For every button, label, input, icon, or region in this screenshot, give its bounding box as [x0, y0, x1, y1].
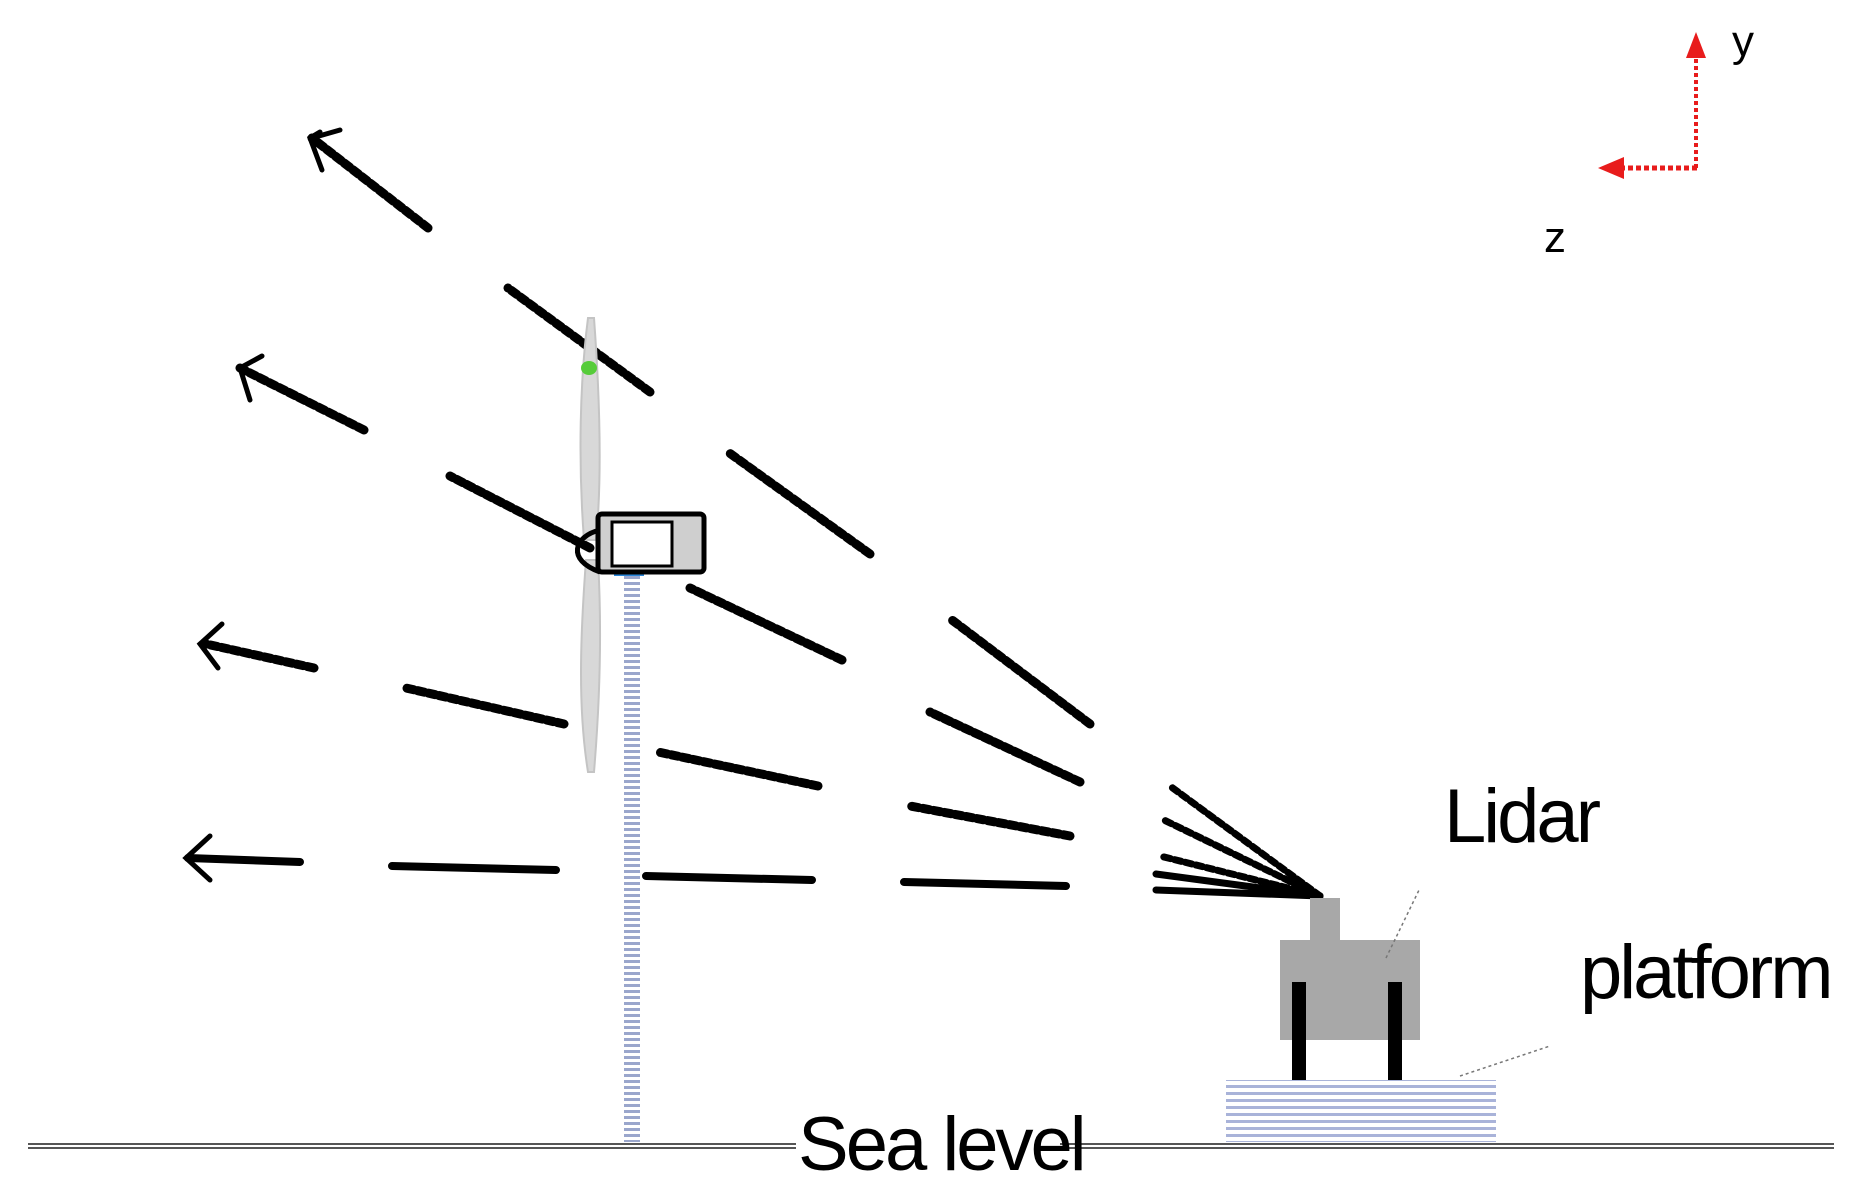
- axis-y-label: y: [1732, 17, 1754, 66]
- lidar-leg-right: [1388, 982, 1402, 1080]
- platform-block: [1226, 1080, 1496, 1142]
- turbine-tower: [624, 572, 640, 1142]
- turbine-nacelle-window: [610, 520, 674, 568]
- wind-arrow-icon: [445, 471, 595, 553]
- wind-arrow-icon: [388, 862, 560, 874]
- wind-arrow-icon: [196, 621, 319, 673]
- lidar-leader-line: [1385, 887, 1421, 959]
- wind-arrow-icon: [947, 615, 1095, 729]
- wind-arrow-icon: [723, 447, 875, 559]
- lidar-head: [1310, 898, 1340, 942]
- axis-z-label: z: [1544, 213, 1566, 262]
- lidar-beam-fan: [1152, 782, 1324, 900]
- wind-arrow-icon: [503, 283, 655, 397]
- lidar-leg-left: [1292, 982, 1306, 1080]
- turbine-blade-tip: [581, 361, 597, 375]
- turbine-blade-upper: [579, 317, 601, 541]
- wind-arrow-icon: [306, 127, 433, 233]
- platform-label: platform: [1580, 930, 1831, 1015]
- sea-level-label: Sea level: [798, 1102, 1084, 1187]
- wind-arrow-icon: [925, 707, 1085, 787]
- turbine-blade-lower: [580, 559, 602, 773]
- turbine-spinner: [575, 527, 601, 575]
- coordinate-axes: y z: [1544, 17, 1754, 262]
- wind-arrow-icon: [642, 872, 816, 884]
- wind-arrow-icon: [900, 878, 1070, 890]
- wind-arrow-icon: [685, 583, 847, 665]
- wind-arrow-icon: [401, 683, 569, 729]
- wind-vector-field: [182, 127, 1324, 900]
- y-axis-arrowhead-icon: [1686, 32, 1706, 58]
- wind-arrow-icon: [653, 747, 823, 791]
- z-axis-arrowhead-icon: [1598, 157, 1624, 179]
- wind-arrow-icon: [182, 833, 304, 883]
- lidar-label: Lidar: [1444, 774, 1601, 859]
- wind-arrow-icon: [235, 353, 369, 435]
- platform-leader-line: [1459, 1045, 1551, 1077]
- wind-turbine-icon: [575, 317, 707, 1142]
- lidar-device-icon: [1280, 898, 1420, 1080]
- wind-arrow-icon: [905, 801, 1075, 841]
